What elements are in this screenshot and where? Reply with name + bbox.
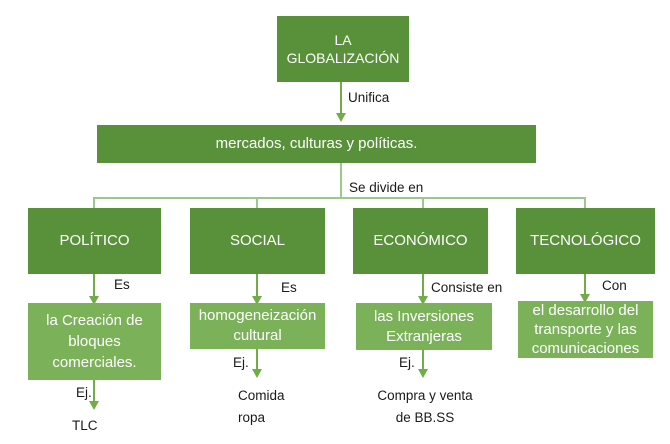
node-inversiones-extranjeras: las Inversiones Extranjeras (356, 303, 492, 350)
edge-label-economico-ej: Ej. (399, 355, 415, 370)
connector-stub-social (256, 198, 258, 209)
edge-label-se-divide-en: Se divide en (349, 180, 424, 195)
edge-label-social-es: Es (281, 280, 297, 295)
example-economico: Compra y venta de BB.SS (365, 385, 485, 429)
node-mercados-culturas-politicas: mercados, culturas y políticas. (97, 125, 536, 163)
arrowhead-economico-to-example (418, 369, 428, 378)
edge-label-politico-es: Es (114, 277, 130, 292)
node-homogeneizacion-cultural: homogeneización cultural (190, 303, 325, 349)
arrow-root-to-mercados (340, 82, 342, 113)
example-politico-line: TLC (72, 418, 98, 433)
node-social: SOCIAL (190, 208, 325, 274)
node-creacion-bloques: la Creación de bloques comerciales. (28, 303, 161, 380)
example-social-line1: Comida (238, 388, 285, 403)
example-social: Comida ropa (238, 385, 285, 429)
edge-label-social-ej: Ej. (233, 355, 249, 370)
edge-label-politico-ej: Ej. (76, 385, 92, 400)
arrow-tecnologico-to-detail (584, 274, 586, 294)
connector-stub-politico (93, 198, 95, 209)
node-desarrollo-transporte: el desarrollo del transporte y las comun… (518, 301, 653, 358)
arrowhead-social-to-example (252, 369, 262, 378)
arrowhead-root-to-mercados (336, 113, 346, 122)
node-tecnologico: TECNOLÓGICO (516, 208, 655, 274)
arrowhead-politico-to-detail (89, 296, 99, 305)
arrow-politico-to-example (93, 380, 95, 401)
edge-label-unifica: Unifica (348, 90, 390, 105)
example-economico-line2: de BB.SS (395, 410, 455, 425)
arrow-politico-to-detail (93, 274, 95, 296)
node-politico: POLÍTICO (28, 208, 161, 274)
edge-label-economico-consiste-en: Consiste en (431, 280, 503, 295)
connector-vertical-se-divide (340, 163, 342, 198)
arrowhead-economico-to-detail (418, 296, 428, 305)
connector-stub-tecnologico (584, 198, 586, 209)
connector-stub-economico (422, 198, 424, 209)
arrow-social-to-example (256, 349, 258, 369)
example-economico-line1: Compra y venta (377, 388, 473, 403)
node-la-globalizacion: LA GLOBALIZACIÓN (277, 16, 409, 82)
arrow-economico-to-example (422, 350, 424, 369)
arrowhead-tecnologico-to-detail (580, 294, 590, 303)
arrowhead-social-to-detail (252, 296, 262, 305)
arrow-economico-to-detail (422, 274, 424, 296)
example-politico: TLC (72, 415, 98, 437)
node-economico: ECONÓMICO (353, 208, 488, 274)
arrowhead-politico-to-example (89, 401, 99, 410)
arrow-social-to-detail (256, 274, 258, 296)
edge-label-tecnologico-con: Con (602, 278, 627, 293)
example-social-line2: ropa (238, 410, 266, 425)
connector-horizontal (93, 197, 586, 199)
